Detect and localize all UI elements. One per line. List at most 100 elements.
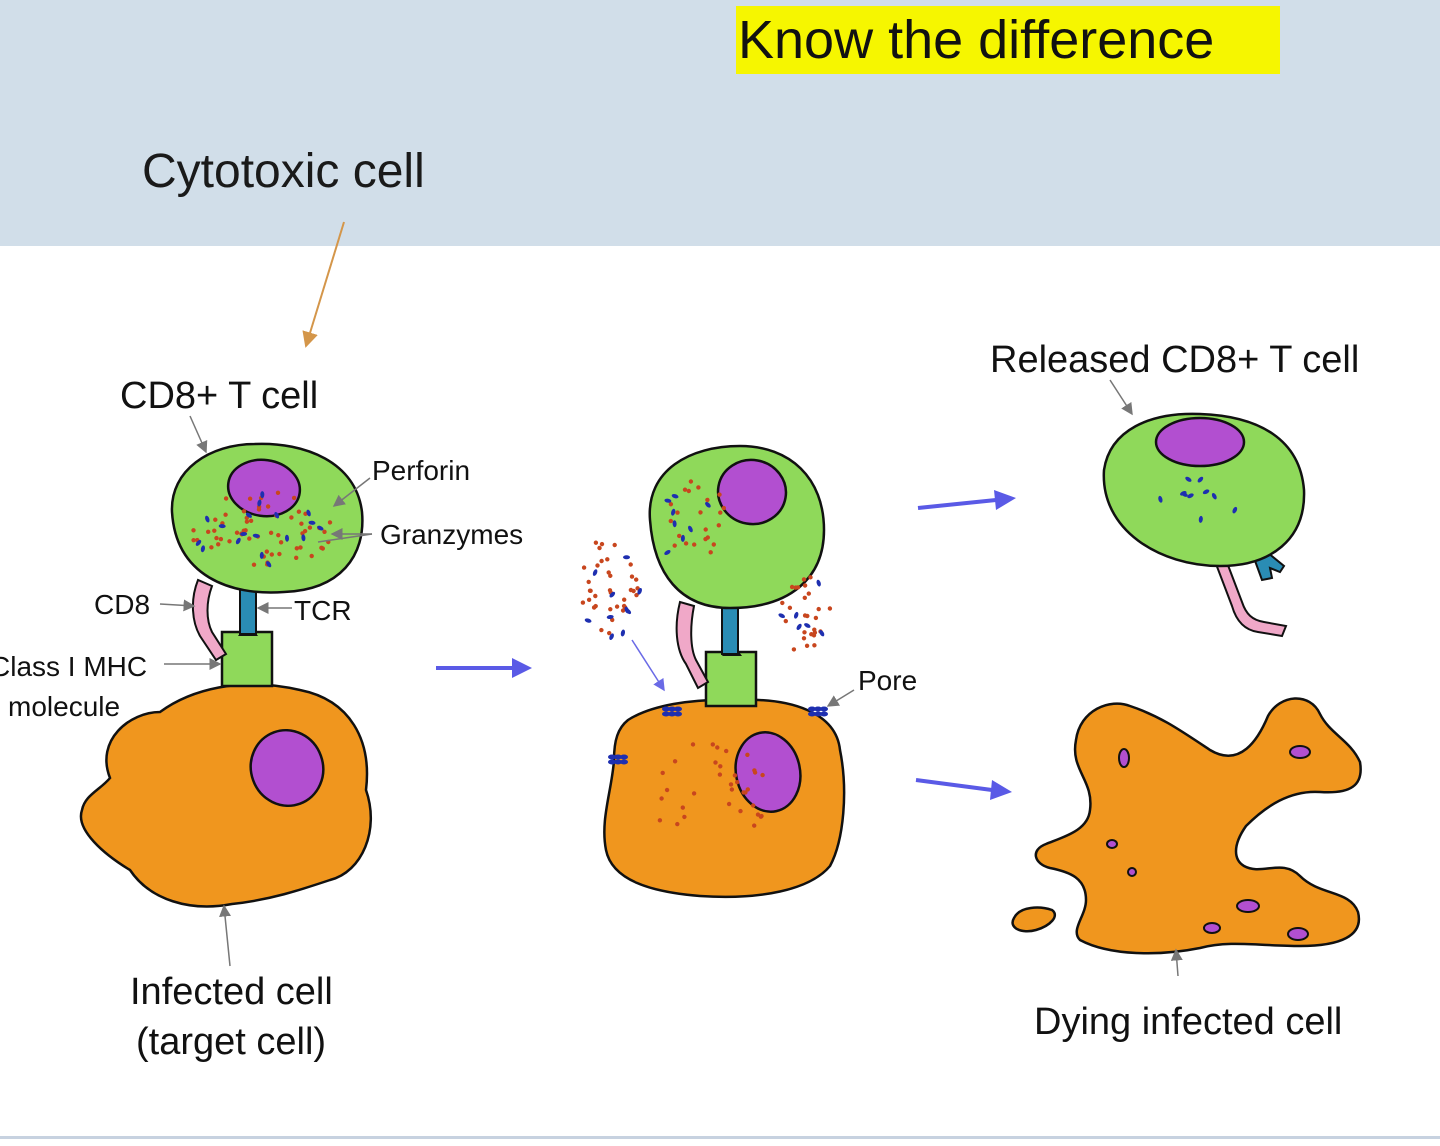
- t-cell-1-granzyme-dot: [294, 555, 299, 560]
- t-cell-1-granules: [191, 490, 333, 568]
- pore-dot: [614, 759, 622, 765]
- t-cell-nucleus-2: [716, 458, 788, 526]
- t-cell-1-perforin-dot: [195, 539, 202, 546]
- t-cell-1-granzyme-dot: [191, 528, 196, 533]
- left-release-granzyme-dot: [593, 540, 599, 545]
- left-release-granzyme-dot: [593, 593, 598, 599]
- t-cell-2-granzyme-dot: [721, 505, 726, 511]
- right-release-granzyme-dot: [793, 585, 798, 590]
- t-cell-1-granzyme-dot: [234, 530, 240, 535]
- t-cell-1-perforin-dot: [218, 524, 226, 529]
- mhc-molecule-2: [704, 650, 758, 708]
- t-cell-1-granzyme-dot: [320, 546, 325, 551]
- t-cell-2-granzyme-dot: [686, 488, 692, 494]
- released-t-cell: [1102, 412, 1306, 568]
- infected-2-granzyme-dot: [752, 768, 757, 773]
- infected-nucleus-2: [734, 731, 802, 813]
- nuclear-fragment: [1236, 899, 1260, 913]
- infected-cell-2: [603, 698, 846, 899]
- tcr-receptor-2: [721, 603, 739, 655]
- left-release-granzyme-dot: [634, 577, 639, 582]
- right-release-granzyme-dot: [791, 647, 797, 652]
- t-cell-1-granzyme-dot: [298, 545, 303, 550]
- t-cell-1-granzyme-dot: [241, 509, 247, 514]
- t-cell-1-granzyme-dot: [216, 542, 221, 547]
- infected-2-granzyme-dot: [660, 770, 665, 776]
- t-cell-1-granzyme-dot: [244, 519, 250, 524]
- pore-dot: [814, 711, 822, 717]
- right-release-granzyme-dot: [808, 575, 813, 580]
- left-release-granzyme-dot: [599, 558, 604, 564]
- pore-dot: [608, 759, 616, 765]
- right-release-granzyme-dot: [804, 643, 810, 648]
- t-cell-nucleus-1: [226, 458, 302, 518]
- t-cell-1-granzyme-dot: [247, 536, 252, 541]
- stage-1-recognition: CD8+ T cell Perforin Granzymes CD8 TCR C…: [0, 375, 523, 1063]
- right-release-perforin-dot: [816, 579, 821, 587]
- infected-2-granzyme-dot: [745, 752, 750, 757]
- label-tcr: TCR: [294, 595, 352, 626]
- t-cell-2-granzyme-dot: [672, 543, 677, 548]
- pore-dot: [662, 706, 670, 712]
- released-t-cell-perforin-dot: [1185, 476, 1192, 482]
- t-cell-2-granzyme-dot: [718, 510, 723, 515]
- t-cell-1-granzyme-dot: [265, 504, 271, 509]
- t-cell-1-perforin-dot: [308, 520, 316, 525]
- t-cell-1-granzyme-dot: [218, 536, 224, 542]
- nuclear-fragment: [1127, 867, 1137, 877]
- pore-dot: [614, 754, 622, 760]
- right-release-perforin-dot: [796, 623, 802, 631]
- title-highlight: [736, 6, 1280, 74]
- infected-2-granzyme-dot: [728, 782, 734, 787]
- infected-2-granzyme-dot: [724, 748, 729, 754]
- t-cell-1-granzyme-dot: [276, 532, 281, 538]
- t-cell-2-perforin-dot: [680, 534, 685, 542]
- left-release-granzyme-dot: [628, 562, 633, 567]
- left-release-granzyme-dot: [580, 600, 586, 605]
- t-cell-1-perforin-dot: [245, 512, 252, 518]
- left-release-perforin-dot: [606, 614, 614, 620]
- t-cell-1-perforin-dot: [306, 509, 311, 517]
- t-cell-1-granzyme-dot: [191, 538, 196, 543]
- pore-dot: [668, 711, 676, 717]
- right-release-perforin-dot: [804, 623, 811, 628]
- label-released-t-cell: Released CD8+ T cell: [990, 339, 1359, 381]
- t-cell-1-granzyme-dot: [302, 528, 308, 534]
- right-release-perforin-dot: [819, 630, 825, 637]
- left-release-granzyme-dot: [607, 630, 612, 636]
- infected-2-granzyme-dot: [715, 745, 720, 750]
- t-cell-1-perforin-dot: [301, 534, 306, 542]
- left-release-granzyme-dot: [586, 579, 591, 585]
- left-release-granzyme-dot: [608, 573, 613, 578]
- t-cell-2-perforin-dot: [672, 520, 677, 528]
- right-release-granzyme-dot: [809, 631, 814, 637]
- left-release-granzyme-dot: [605, 557, 610, 562]
- label-perforin: Perforin: [372, 455, 470, 486]
- t-cell-1-granzyme-dot: [275, 490, 281, 495]
- left-release-granzyme-dot: [634, 592, 639, 598]
- left-release-granzyme-dot: [597, 545, 602, 551]
- infected-cell-1: [79, 683, 373, 908]
- mhc-molecule-1: [220, 630, 274, 688]
- stage-2-perforin-release: Pore: [580, 444, 917, 899]
- t-cell-1-perforin-dot: [260, 491, 265, 499]
- infected-2-granzyme-dot: [758, 814, 764, 819]
- t-cell-1-granzyme-dot: [296, 509, 302, 514]
- left-release-granzyme-dot: [608, 606, 613, 612]
- pore-dot: [668, 706, 676, 712]
- released-cd8-receptor: [1214, 558, 1288, 638]
- t-cell-1-granzyme-dot: [309, 553, 314, 559]
- infected-2-granzyme-dot: [690, 742, 696, 747]
- right-release-granzyme-dot: [787, 605, 793, 610]
- pore-dot: [674, 711, 682, 717]
- left-release-granzyme-dot: [599, 541, 605, 547]
- t-cell-2-granzyme-dot: [692, 542, 697, 547]
- t-cell-2-perforin-dot: [688, 525, 693, 533]
- t-cell-1-perforin-dot: [257, 499, 262, 507]
- left-release-granzyme-dot: [607, 588, 613, 593]
- t-cell-1-granzyme-dot: [247, 496, 253, 501]
- process-arrow-3: [915, 778, 993, 792]
- pore-dot: [620, 759, 628, 765]
- pore-dot: [820, 706, 828, 712]
- t-cell-2-granzyme-dot: [716, 523, 721, 528]
